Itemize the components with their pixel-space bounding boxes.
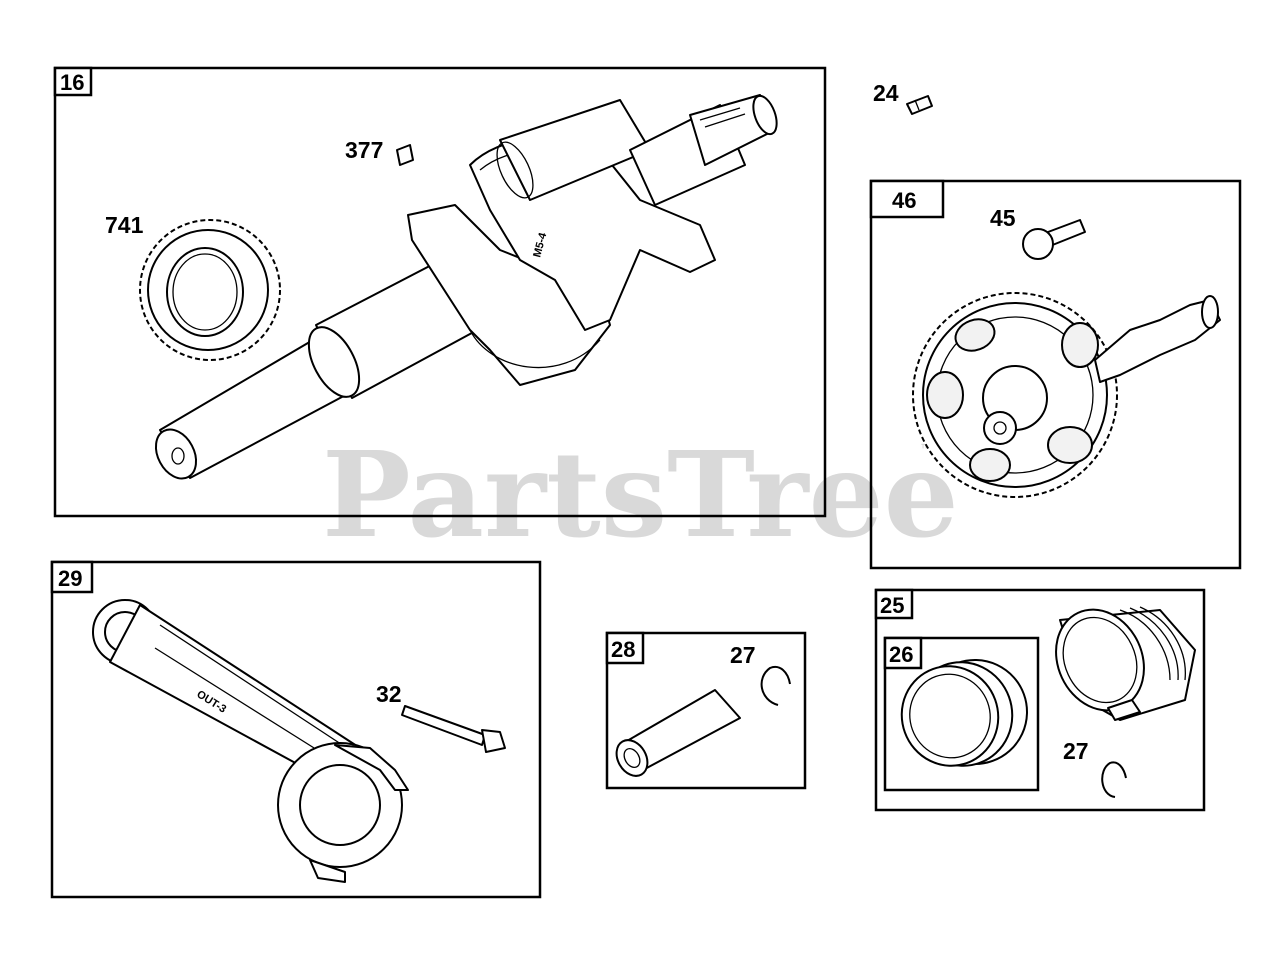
group-29-box: 29 <box>50 560 542 899</box>
connecting-rod-part[interactable]: OUT-3 <box>92 599 409 883</box>
callout-32: 32 <box>376 681 402 707</box>
piston-part[interactable] <box>1040 595 1196 725</box>
callout-24: 24 <box>873 80 899 106</box>
group-46-tag: 46 <box>892 188 916 213</box>
group-16-tag: 16 <box>60 70 84 95</box>
group-26-tag: 26 <box>889 642 913 667</box>
callout-27b: 27 <box>1063 738 1089 764</box>
group-25-tag: 25 <box>880 593 904 618</box>
piston-pin-part[interactable] <box>610 689 741 781</box>
tappet-45-part[interactable] <box>1022 219 1086 260</box>
circlip-27a-part[interactable] <box>760 666 791 706</box>
camshaft-gear-part[interactable] <box>912 292 1221 498</box>
callout-45: 45 <box>990 205 1016 231</box>
gear-741-part[interactable] <box>139 219 281 361</box>
group-28-box: 28 <box>605 631 807 790</box>
watermark-brand: PartsTree <box>322 425 959 564</box>
group-25-box: 25 <box>874 588 1206 812</box>
key-377-part[interactable] <box>396 144 414 166</box>
bolt-32-part[interactable] <box>401 705 506 753</box>
callout-377: 377 <box>345 137 383 163</box>
group-29-tag: 29 <box>58 566 82 591</box>
crankshaft-part[interactable]: M5-4 <box>148 93 781 486</box>
key-24-part[interactable] <box>906 95 933 115</box>
piston-rings-part[interactable] <box>888 645 1042 780</box>
circlip-27b-part[interactable] <box>1101 761 1127 798</box>
callout-27a: 27 <box>730 642 756 668</box>
group-26-box: 26 <box>883 636 1040 792</box>
callout-741: 741 <box>105 212 144 238</box>
group-28-tag: 28 <box>611 637 635 662</box>
group-16-box: 16 <box>53 66 827 518</box>
group-46-box: 46 <box>869 179 1242 570</box>
